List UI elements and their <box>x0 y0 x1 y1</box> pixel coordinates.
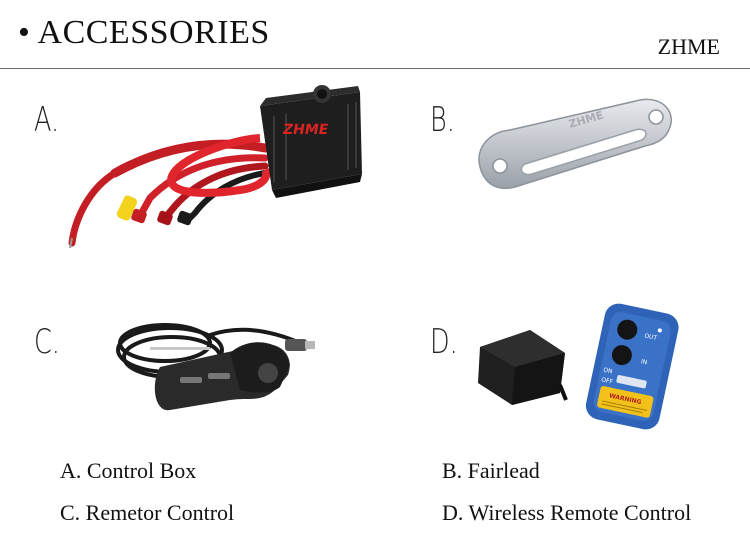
control-box-logo: ZHME <box>281 122 329 138</box>
wireless-remote-control-icon: OUT IN ON OFF WARNING <box>478 303 679 430</box>
wired-remote-control-icon <box>116 323 315 411</box>
item-letter-b: B. <box>430 100 455 140</box>
item-letter-d: D. <box>430 322 458 362</box>
caption-remote-control: C. Remetor Control <box>60 500 235 525</box>
page-title: • ACCESSORIES <box>18 14 270 51</box>
svg-text:ON: ON <box>603 367 613 376</box>
svg-text:IN: IN <box>640 358 648 366</box>
winch-control-box-icon: ZHME <box>68 85 362 249</box>
svg-text:OFF: OFF <box>601 376 614 385</box>
caption-wireless-remote-control: D. Wireless Remote Control <box>442 500 692 525</box>
svg-text:OUT: OUT <box>644 332 658 342</box>
item-letter-a: A. <box>34 100 60 140</box>
item-letter-c: C. <box>34 322 60 362</box>
caption-control-box: A. Control Box <box>60 458 197 483</box>
caption-fairlead: B. Fairlead <box>442 458 540 483</box>
hawse-fairlead-icon: ZHME <box>478 98 672 189</box>
header-divider <box>0 68 750 69</box>
brand-name: ZHME <box>657 34 720 59</box>
